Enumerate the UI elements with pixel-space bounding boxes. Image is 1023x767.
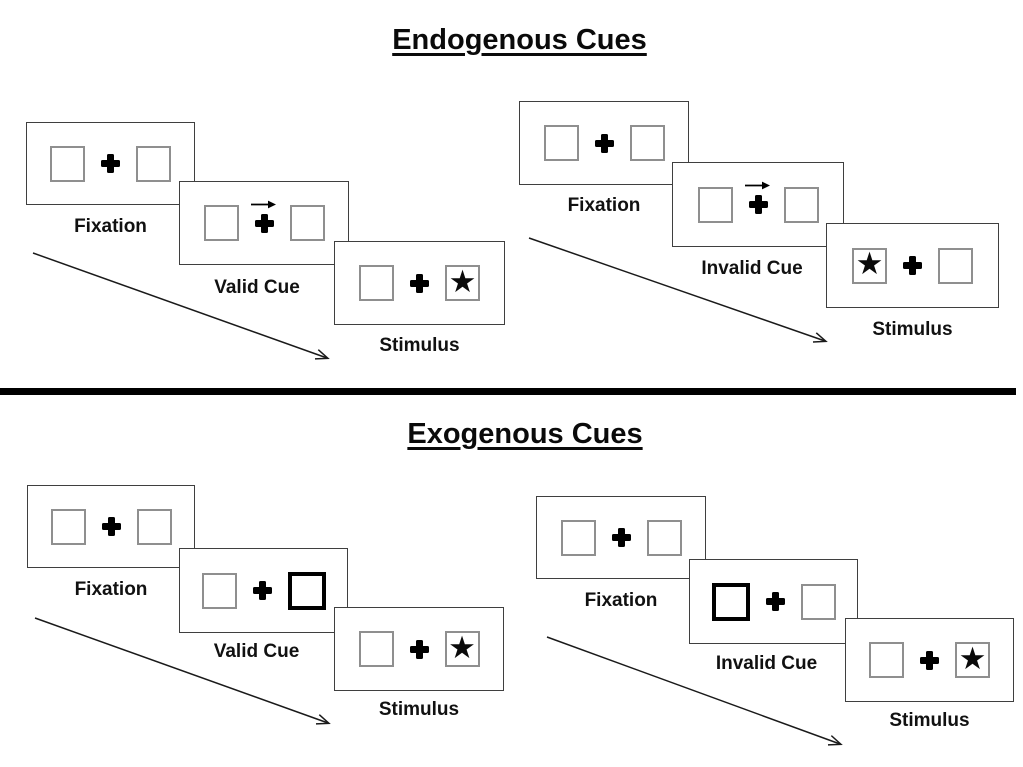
fixation-cross-icon [920,650,939,670]
exo-invalid-fixation-panel [536,496,706,579]
star-target-box: ★ [955,642,990,678]
step-label-fixation: Fixation [74,216,147,237]
endo-invalid-stimulus-panel: ★ [826,223,999,308]
placeholder-box-left [543,125,579,161]
fixation-cross-icon [409,639,429,659]
exo-valid-stimulus-panel: ★ [334,607,504,691]
placeholder-box-left [358,631,394,667]
sequence-arrow-exo-valid [34,617,328,723]
step-label-valid-cue: Valid Cue [213,641,300,662]
placeholder-box-right [136,508,172,545]
sequence-arrow-endo-valid [32,252,327,358]
star-icon: ★ [855,246,884,282]
fixation-cross-icon [101,154,120,173]
endo-invalid-cue-panel [672,162,844,247]
placeholder-box-left [560,519,596,556]
fixation-cross-icon [410,273,429,293]
fixation-cross-icon [594,133,614,153]
step-label-stimulus: Stimulus [379,335,460,356]
placeholder-box-right [289,205,325,241]
exo-invalid-cue-panel [689,559,858,644]
exo-valid-cue-panel [179,548,348,633]
step-label-stimulus: Stimulus [872,319,953,340]
right-arrow-cue-icon [744,181,770,190]
exo-invalid-stimulus-panel: ★ [845,618,1014,702]
exo-valid-fixation-panel [27,485,195,568]
placeholder-box-left [50,145,85,182]
placeholder-box-left [697,186,733,223]
placeholder-box-right [800,583,836,620]
star-target-box: ★ [444,629,480,667]
right-arrow-cue-icon [250,200,276,208]
placeholder-box-right [629,125,665,161]
star-icon: ★ [448,629,476,666]
star-target-box: ★ [445,265,480,301]
step-label-invalid-cue: Invalid Cue [715,653,818,674]
highlighted-cue-box-left [711,582,750,621]
fixation-cross-icon [250,200,276,233]
fixation-cross-icon [903,256,922,275]
placeholder-box-left [201,572,237,609]
placeholder-box-right [136,145,171,182]
placeholder-box-left [869,642,904,678]
endo-invalid-fixation-panel [519,101,689,185]
endo-valid-cue-panel [179,181,349,265]
star-icon: ★ [448,263,477,300]
step-label-fixation: Fixation [74,579,148,600]
step-label-stimulus: Stimulus [889,710,970,731]
sequence-arrow-endo-invalid [528,237,825,341]
step-label-invalid-cue: Invalid Cue [701,258,803,279]
fixation-cross-icon [611,528,631,547]
step-label-valid-cue: Valid Cue [214,277,300,298]
endo-valid-fixation-panel [26,122,195,205]
fixation-cross-icon [252,581,272,600]
placeholder-box-right [938,247,973,284]
fixation-cross-icon [765,592,785,611]
endogenous-section-title: Endogenous Cues [392,24,647,56]
placeholder-box-right [646,519,682,556]
exogenous-section-title: Exogenous Cues [407,418,643,450]
placeholder-box-right [783,186,819,223]
highlighted-cue-box-right [287,571,326,610]
step-label-fixation: Fixation [584,590,658,611]
fixation-cross-icon [744,181,770,214]
placeholder-box-left [50,508,86,545]
fixation-cross-icon [101,517,121,536]
star-icon: ★ [958,640,987,677]
placeholder-box-left [203,205,239,241]
step-label-fixation: Fixation [567,195,641,216]
placeholder-box-left [359,265,394,301]
section-divider [0,388,1016,395]
endo-valid-stimulus-panel: ★ [334,241,505,325]
step-label-stimulus: Stimulus [378,699,460,720]
star-target-box: ★ [852,246,887,284]
